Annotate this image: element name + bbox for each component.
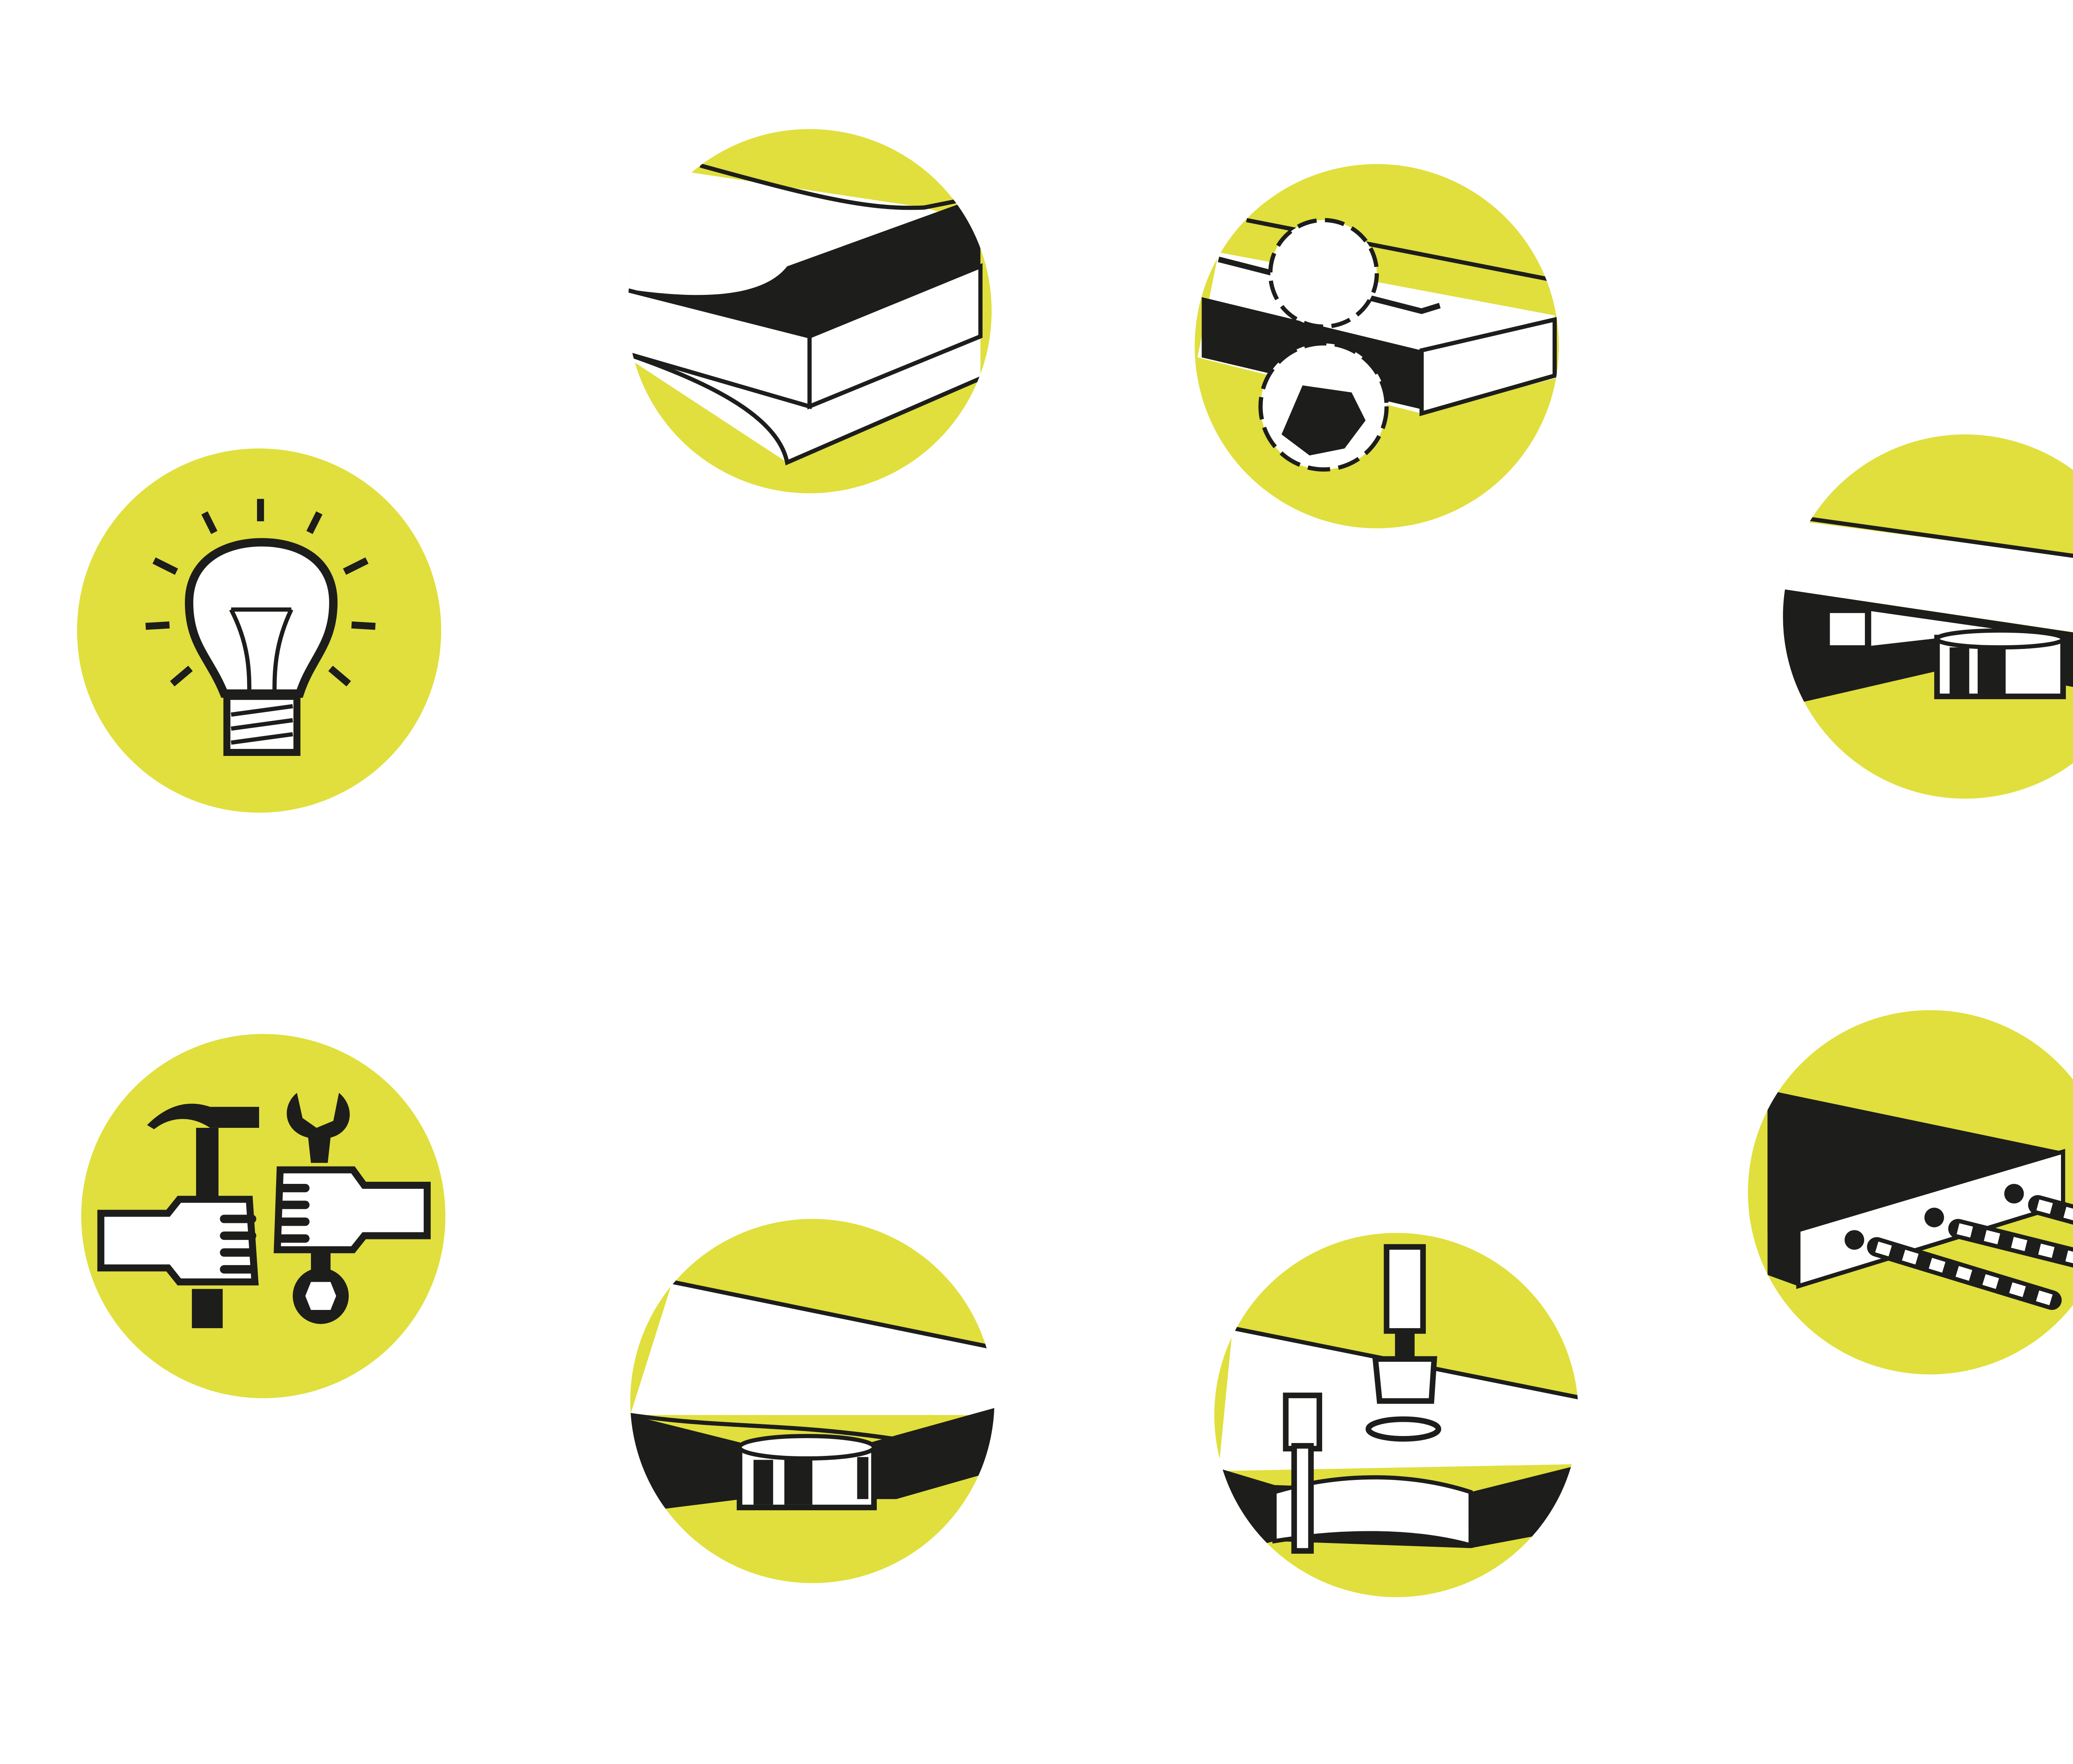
- hands-tools-icon: [81, 1034, 446, 1398]
- circular-saw-icon: [1194, 164, 1559, 529]
- board-edge-icon: [627, 129, 992, 493]
- hinge-cup-board-icon: [1783, 434, 2073, 799]
- lightbulb-icon: [77, 448, 442, 813]
- drill-bits-board-icon: [1748, 1010, 2073, 1375]
- hinge-cup-cutout-icon: [630, 1219, 995, 1583]
- screw-bit-icon: [1214, 1233, 1579, 1597]
